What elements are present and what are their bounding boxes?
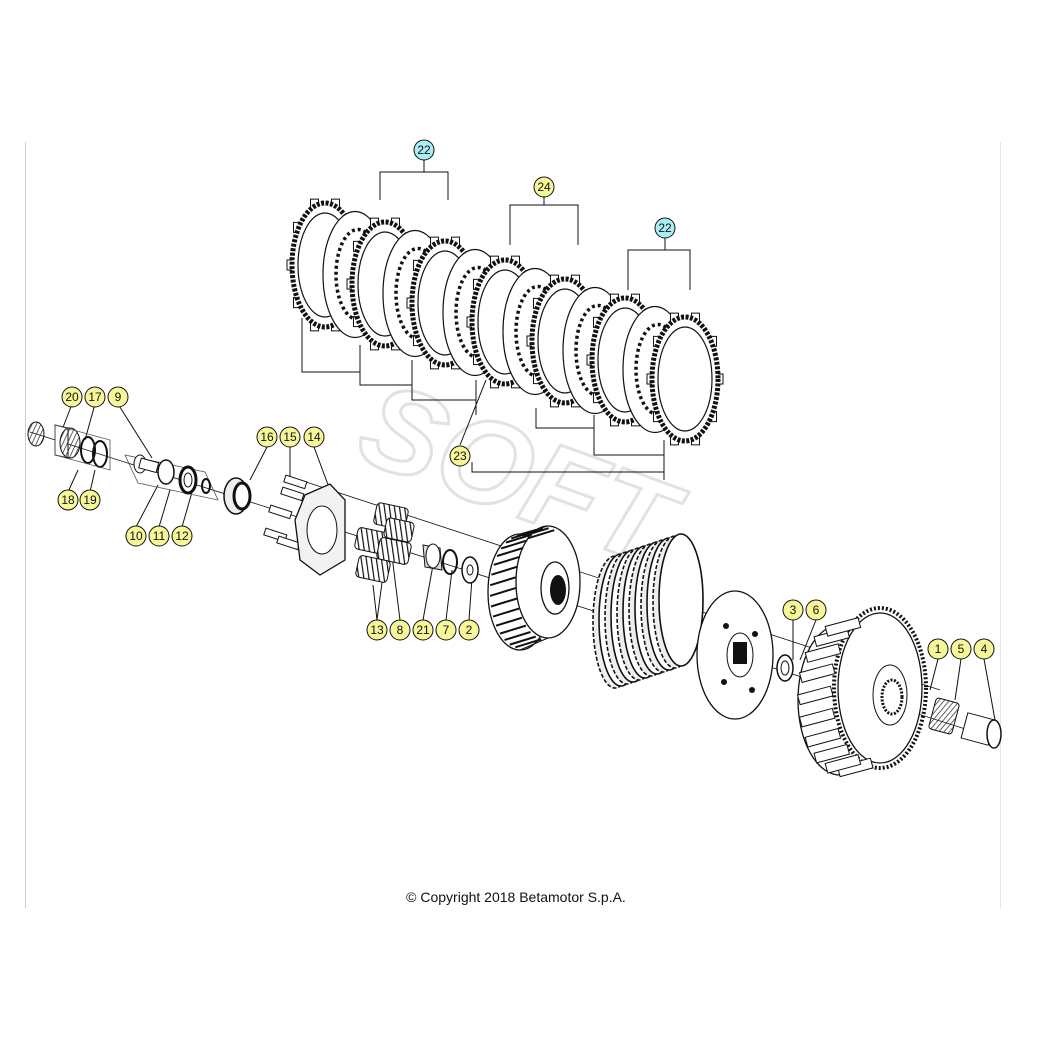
svg-text:16: 16 bbox=[260, 430, 274, 444]
svg-text:19: 19 bbox=[83, 493, 97, 507]
callout-17: 17 bbox=[84, 386, 106, 408]
svg-text:20: 20 bbox=[65, 390, 79, 404]
clutch-hub bbox=[487, 525, 581, 651]
backing-plate bbox=[696, 590, 794, 720]
frame-left-line bbox=[25, 142, 26, 908]
callout-16: 16 bbox=[256, 426, 278, 448]
callout-11: 11 bbox=[148, 525, 170, 547]
callout-15: 15 bbox=[279, 426, 301, 448]
callout-5: 5 bbox=[950, 638, 972, 660]
callout-8: 8 bbox=[389, 619, 411, 641]
svg-text:10: 10 bbox=[129, 529, 143, 543]
svg-text:11: 11 bbox=[153, 529, 166, 543]
svg-text:18: 18 bbox=[61, 493, 75, 507]
svg-text:4: 4 bbox=[981, 642, 988, 656]
callout-12: 12 bbox=[171, 525, 193, 547]
callout-19: 19 bbox=[79, 489, 101, 511]
callout-14: 14 bbox=[303, 426, 325, 448]
callout-10: 10 bbox=[125, 525, 147, 547]
svg-text:22: 22 bbox=[658, 221, 672, 235]
callout-23: 23 bbox=[449, 445, 471, 467]
callout-24: 24 bbox=[533, 176, 555, 198]
svg-text:2: 2 bbox=[466, 623, 473, 637]
svg-text:6: 6 bbox=[813, 603, 820, 617]
callouts-layer: 22 24 22 23 20 17 9 18 19 10 11 12 16 15… bbox=[57, 139, 995, 660]
leader-lines bbox=[61, 160, 996, 721]
callout-18: 18 bbox=[57, 489, 79, 511]
callout-9: 9 bbox=[107, 386, 129, 408]
callout-13: 13 bbox=[366, 619, 388, 641]
callout-22-top: 22 bbox=[413, 139, 435, 161]
callout-7: 7 bbox=[435, 619, 457, 641]
callout-21: 21 bbox=[412, 619, 434, 641]
clutch-plates-group bbox=[286, 198, 724, 446]
clutch-basket bbox=[796, 606, 1002, 778]
svg-text:1: 1 bbox=[935, 642, 942, 656]
svg-text:24: 24 bbox=[537, 180, 551, 194]
svg-text:3: 3 bbox=[790, 603, 797, 617]
callout-3: 3 bbox=[782, 599, 804, 621]
friction-plate bbox=[646, 312, 724, 446]
svg-text:14: 14 bbox=[307, 430, 321, 444]
svg-text:7: 7 bbox=[443, 623, 450, 637]
svg-text:23: 23 bbox=[453, 449, 467, 463]
callout-6: 6 bbox=[805, 599, 827, 621]
plate-stack bbox=[592, 533, 704, 689]
svg-text:12: 12 bbox=[175, 529, 189, 543]
svg-text:17: 17 bbox=[88, 390, 102, 404]
callout-20: 20 bbox=[61, 386, 83, 408]
left-parts bbox=[27, 421, 479, 584]
svg-text:21: 21 bbox=[416, 623, 430, 637]
callout-1: 1 bbox=[927, 638, 949, 660]
svg-text:5: 5 bbox=[958, 642, 965, 656]
svg-text:13: 13 bbox=[370, 623, 384, 637]
svg-text:8: 8 bbox=[397, 623, 404, 637]
svg-text:15: 15 bbox=[283, 430, 297, 444]
callout-2: 2 bbox=[458, 619, 480, 641]
svg-text:22: 22 bbox=[417, 143, 431, 157]
copyright-text: © Copyright 2018 Betamotor S.p.A. bbox=[406, 889, 626, 905]
callout-4: 4 bbox=[973, 638, 995, 660]
svg-text:9: 9 bbox=[115, 390, 122, 404]
frame-right-line bbox=[1000, 142, 1001, 908]
callout-22-right: 22 bbox=[654, 217, 676, 239]
